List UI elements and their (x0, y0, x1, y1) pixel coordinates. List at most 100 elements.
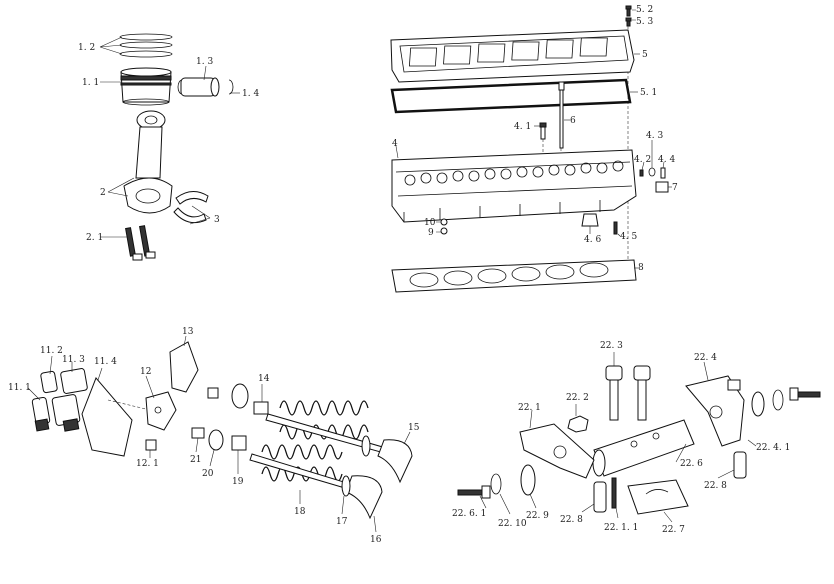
label-22-8-right: 22. 8 (704, 481, 727, 491)
keeper-14 (253, 401, 269, 415)
label-22-4: 22. 4 (694, 353, 717, 363)
rocker-bracket (169, 341, 199, 393)
circlip-right (228, 79, 234, 95)
valve-bridge (145, 391, 177, 431)
label-22-9: 22. 9 (526, 511, 549, 521)
pin-4-5 (613, 221, 618, 235)
rod-bolts (125, 225, 156, 261)
rocker-arm-left (519, 423, 595, 479)
screw-upper (207, 387, 219, 399)
label-1-1: 1. 1 (82, 78, 99, 88)
tube-7 (655, 181, 669, 193)
label-10: 10 (424, 218, 436, 228)
label-22-8-left: 22. 8 (560, 515, 583, 525)
piston (120, 67, 172, 106)
valve-train-group (27, 335, 413, 533)
label-4-3: 4. 3 (646, 131, 663, 141)
seal-17 (341, 475, 351, 497)
label-13: 13 (182, 327, 194, 337)
label-22-10: 22. 10 (498, 519, 527, 529)
label-12: 12 (140, 367, 151, 377)
callout-labels: 1. 2 1. 1 1. 3 1. 4 2 2. 1 3 5. 2 5. 3 5… (8, 5, 790, 545)
ring-right-2 (772, 389, 784, 411)
cylinder-head (391, 149, 637, 223)
adjuster-22-8-right (733, 451, 747, 479)
adjuster-22-8-left (593, 481, 607, 513)
cap-4-6 (581, 213, 599, 227)
label-3: 3 (214, 215, 220, 225)
label-11-1: 11. 1 (8, 383, 31, 393)
cap-12-1 (145, 439, 157, 451)
bolt-right (789, 387, 821, 401)
label-11-4: 11. 4 (94, 357, 117, 367)
label-14: 14 (258, 374, 270, 384)
label-5-2: 5. 2 (636, 5, 653, 15)
label-20: 20 (202, 469, 214, 479)
label-22-6: 22. 6 (680, 459, 703, 469)
seal-upper (361, 435, 371, 457)
label-11-3: 11. 3 (62, 355, 85, 365)
connecting-rod (123, 110, 173, 214)
piston-rings (119, 33, 173, 58)
label-1-4: 1. 4 (242, 89, 259, 99)
label-22-4-1: 22. 4. 1 (756, 443, 790, 453)
keeper-19 (231, 435, 247, 451)
label-9: 9 (428, 228, 434, 238)
rocker-assembly-group (457, 352, 821, 523)
label-5-3: 5. 3 (636, 17, 653, 27)
retainer-20 (208, 429, 224, 451)
tappet-housing (81, 377, 133, 457)
head-bolts (539, 81, 565, 149)
label-4-5: 4. 5 (620, 232, 637, 242)
washer-10 (440, 218, 448, 226)
bearing-shells (173, 191, 209, 224)
label-15: 15 (408, 423, 420, 433)
label-22-2: 22. 2 (566, 393, 589, 403)
label-2: 2 (100, 188, 106, 198)
label-1-3: 1. 3 (196, 57, 213, 67)
label-7: 7 (672, 183, 678, 193)
sleeve-4-4 (660, 167, 666, 179)
label-6: 6 (570, 116, 576, 126)
head-gasket (391, 259, 637, 293)
valves (249, 413, 413, 520)
screw-21 (191, 427, 205, 439)
label-5: 5 (642, 50, 648, 60)
rocker-shaft-bolts (605, 365, 651, 421)
label-1-2: 1. 2 (78, 43, 95, 53)
label-4: 4 (392, 139, 398, 149)
circlip-left (177, 79, 183, 95)
tappets (31, 368, 88, 432)
cover-screws (625, 5, 632, 27)
label-22-1: 22. 1 (518, 403, 541, 413)
label-21: 21 (190, 455, 201, 465)
cover-gasket (390, 78, 632, 114)
rocker-shaft (592, 419, 695, 477)
valve-cover (390, 29, 635, 83)
label-22-1-1: 22. 1. 1 (604, 523, 638, 533)
label-5-1: 5. 1 (640, 88, 657, 98)
label-11-2: 11. 2 (40, 346, 63, 356)
label-22-3: 22. 3 (600, 341, 623, 351)
cylinder-head-group (390, 5, 672, 293)
bolt-22-6-1 (457, 485, 491, 499)
label-16: 16 (370, 535, 382, 545)
pin-22-1-1 (611, 477, 617, 509)
retainer-upper (231, 383, 249, 409)
ring-22-9 (520, 464, 536, 496)
nut-22-2 (567, 415, 589, 433)
label-4-4: 4. 4 (658, 155, 675, 165)
label-12-1: 12. 1 (136, 459, 159, 469)
label-18: 18 (294, 507, 306, 517)
label-22-6-1: 22. 6. 1 (452, 509, 486, 519)
label-2-1: 2. 1 (86, 233, 103, 243)
label-22-7: 22. 7 (662, 525, 685, 535)
label-8: 8 (638, 263, 644, 273)
washer-4-3 (648, 167, 656, 177)
ring-right (751, 391, 765, 417)
piston-pin (180, 77, 220, 97)
rocker-arm-right (685, 375, 745, 447)
nut-9 (440, 227, 448, 235)
piston-group (99, 33, 240, 261)
